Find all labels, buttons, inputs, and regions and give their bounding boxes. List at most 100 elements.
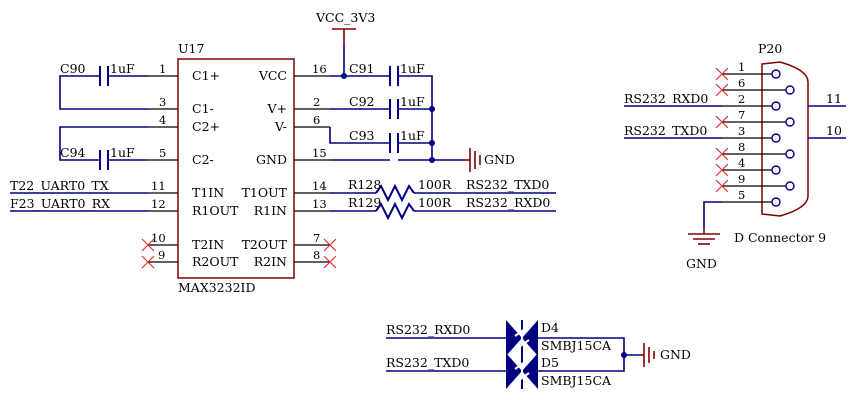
resistor-r128: R128 100R RS232_TXD0 bbox=[330, 177, 556, 203]
d4-ref: D4 bbox=[541, 320, 559, 335]
net-rs232-rxd-p20: RS232_RXD0 bbox=[624, 91, 708, 106]
u17-pin-num-14: 14 bbox=[312, 179, 327, 193]
tvs-diodes: RS232_RXD0 RS232_TXD0 D4 SMBJ15CA D5 SMB… bbox=[386, 320, 640, 389]
net-rs232-rxd-tvs: RS232_RXD0 bbox=[386, 322, 470, 337]
u17-pin-r2out: R2OUT bbox=[192, 254, 239, 269]
net-rs232-txd-tvs: RS232_TXD0 bbox=[386, 355, 469, 370]
r128-value: 100R bbox=[418, 177, 452, 192]
u17-pin-num-7: 7 bbox=[313, 231, 320, 245]
u17-pin-num-3: 3 bbox=[159, 95, 166, 109]
net-uart-tx: T22_UART0_TX bbox=[10, 178, 109, 193]
vcc-label: VCC_3V3 bbox=[315, 10, 375, 25]
u17-pin-c2m: C2- bbox=[192, 152, 214, 167]
c94-value: 1uF bbox=[110, 145, 135, 160]
r128-ref: R128 bbox=[348, 177, 381, 192]
u17-pin-t1in: T1IN bbox=[192, 185, 224, 200]
u17-pin-c2p: C2+ bbox=[192, 119, 220, 134]
u17-pin-num-5: 5 bbox=[159, 146, 166, 160]
net-rs232-rxd-u17: RS232_RXD0 bbox=[466, 195, 550, 210]
r129-value: 100R bbox=[418, 195, 452, 210]
u17-max3232: U17 MAX3232ID 1 3 4 5 11 12 10 9 16 2 6 … bbox=[148, 41, 330, 295]
gnd-label-p20: GND bbox=[686, 256, 717, 271]
p20-part: D Connector 9 bbox=[734, 230, 826, 245]
p20-pin-num-4: 4 bbox=[738, 156, 745, 170]
d5-ref: D5 bbox=[541, 355, 559, 370]
p20-pin-num-3: 3 bbox=[738, 124, 745, 138]
capacitor-c92: C92 1uF bbox=[349, 94, 425, 119]
u17-pin-c1p: C1+ bbox=[192, 68, 220, 83]
gnd-label-tvs: GND bbox=[660, 347, 691, 362]
net-uart-rx: F23_UART0_RX bbox=[10, 196, 110, 211]
u17-pin-vp: V+ bbox=[266, 101, 287, 116]
u17-pin-r2in: R2IN bbox=[254, 254, 287, 269]
diode-d5: D5 SMBJ15CA bbox=[506, 353, 612, 389]
c91-ref: C91 bbox=[349, 61, 374, 76]
u17-pin-num-6: 6 bbox=[313, 113, 320, 127]
capacitor-c91: C91 1uF bbox=[349, 61, 425, 86]
u17-pin-vcc: VCC bbox=[258, 68, 287, 83]
p20-pin-num-2: 2 bbox=[738, 92, 745, 106]
p20-pin-num-6: 6 bbox=[738, 76, 745, 90]
capacitor-c94: C94 1uF bbox=[59, 126, 148, 170]
u17-pin-num-13: 13 bbox=[312, 197, 327, 211]
gnd-symbol-u17: GND bbox=[464, 148, 515, 172]
u17-pin-t2out: T2OUT bbox=[242, 237, 288, 252]
u17-pin-num-11: 11 bbox=[151, 179, 166, 193]
u17-body bbox=[177, 58, 295, 279]
u17-pin-num-9: 9 bbox=[158, 248, 165, 262]
c92-ref: C92 bbox=[349, 94, 374, 109]
vcc-net-wiring bbox=[329, 45, 464, 163]
net-rs232-txd-u17: RS232_TXD0 bbox=[466, 177, 549, 192]
u17-pin-num-10: 10 bbox=[151, 231, 166, 245]
u17-pin-r1out: R1OUT bbox=[192, 203, 239, 218]
c91-value: 1uF bbox=[400, 61, 425, 76]
u17-ref: U17 bbox=[178, 41, 204, 56]
p20-ref: P20 bbox=[758, 41, 782, 56]
gnd-label-u17: GND bbox=[484, 152, 515, 167]
u17-pin-vm: V- bbox=[274, 119, 287, 134]
c93-ref: C93 bbox=[349, 128, 375, 143]
r129-ref: R129 bbox=[348, 195, 381, 210]
u17-pin-num-15: 15 bbox=[312, 146, 327, 160]
u17-pin-t1out: T1OUT bbox=[242, 185, 288, 200]
p20-rs232-nets: RS232_RXD0 RS232_TXD0 bbox=[624, 91, 722, 228]
p20-pin-num-7: 7 bbox=[738, 108, 745, 122]
net-rs232-txd-p20: RS232_TXD0 bbox=[624, 123, 707, 138]
resistor-r129: R129 100R RS232_RXD0 bbox=[330, 195, 556, 221]
uart-nets: T22_UART0_TX F23_UART0_RX bbox=[10, 178, 148, 212]
c92-value: 1uF bbox=[400, 94, 425, 109]
c90-value: 1uF bbox=[110, 61, 135, 76]
d5-value: SMBJ15CA bbox=[541, 373, 612, 388]
u17-pin-num-12: 12 bbox=[151, 197, 166, 211]
u17-no-connect-marks bbox=[141, 238, 337, 269]
u17-part: MAX3232ID bbox=[178, 280, 256, 295]
p20-pin-num-1: 1 bbox=[738, 60, 745, 74]
u17-pin-num-4: 4 bbox=[159, 113, 166, 127]
c93-value: 1uF bbox=[400, 128, 425, 143]
u17-pin-num-16: 16 bbox=[312, 62, 327, 76]
vcc-power-symbol: VCC_3V3 bbox=[315, 10, 375, 45]
p20-shell bbox=[761, 61, 809, 217]
p20-pin-num-5: 5 bbox=[738, 188, 745, 202]
u17-pin-c1m: C1- bbox=[192, 101, 214, 116]
u17-pin-num-2: 2 bbox=[313, 95, 320, 109]
c90-ref: C90 bbox=[60, 61, 86, 76]
p20-no-connect-marks bbox=[715, 67, 729, 193]
connector-p20: P20 1 6 2 7 3 8 4 9 5 D Connector 9 1 bbox=[722, 41, 846, 245]
u17-pin-r1in: R1IN bbox=[254, 203, 287, 218]
capacitor-c93: C93 1uF bbox=[349, 128, 425, 153]
c94-ref: C94 bbox=[60, 145, 86, 160]
p20-net-11: 11 bbox=[826, 91, 842, 106]
p20-pin-num-8: 8 bbox=[738, 140, 745, 154]
capacitor-c90: C90 1uF bbox=[59, 61, 148, 110]
u17-pin-num-8: 8 bbox=[313, 248, 320, 262]
d4-value: SMBJ15CA bbox=[541, 338, 612, 353]
u17-pin-num-1: 1 bbox=[159, 62, 166, 76]
u17-pin-t2in: T2IN bbox=[192, 237, 224, 252]
p20-net-10: 10 bbox=[826, 123, 842, 138]
gnd-symbol-tvs: GND bbox=[640, 343, 691, 367]
u17-pin-gnd: GND bbox=[256, 152, 287, 167]
p20-pin-num-9: 9 bbox=[738, 172, 745, 186]
gnd-symbol-p20: GND bbox=[686, 228, 720, 271]
